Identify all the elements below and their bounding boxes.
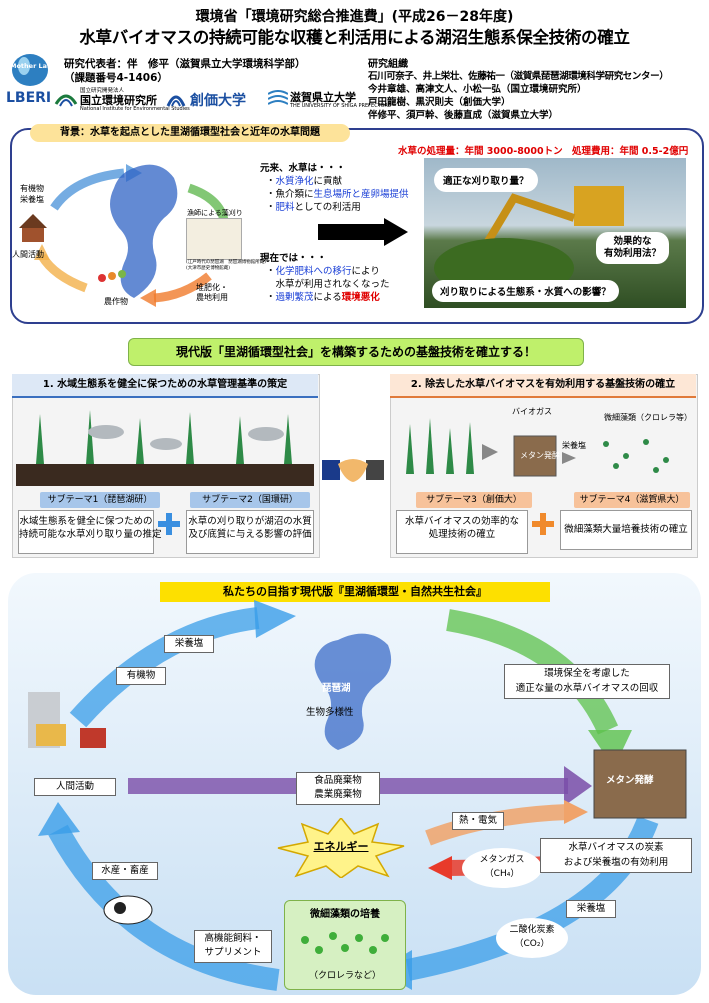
org-heading: 研究組織 [368,59,408,70]
chlorella-icon [301,932,389,954]
methane-label: メタン発酵 [520,451,560,460]
origin-item-1: ・水質浄化に貢献 [266,176,343,187]
stats-amount: 水草の処理量：年間 3000-8000トン [398,146,563,157]
label-heat-electricity: 熱・電気 [452,812,504,830]
lberi-logo: LBERI [6,90,52,106]
now-heading: 現在では・・・ [260,253,327,264]
label-human-activity: 人間活動 [34,778,116,796]
goal-banner: 現代版「里湖循環型社会」を構築するための基盤技術を確立する！ [128,338,584,366]
harvest-photo: 漁師による藻刈り [186,209,243,260]
representative: 研究代表者：伴 修平（滋賀県立大学環境科学部） [64,58,306,70]
label-organic: 有機物 [116,667,166,685]
cycle-compost: 堆肥化・ 農地利用 [196,283,228,302]
soka-logo-icon [166,88,186,108]
page-title: 水草バイオマスの持続可能な収穫と利活用による湖沼生態系保全技術の確立 [79,28,630,47]
label-waste: 食品廃棄物 農業廃棄物 [296,772,380,805]
subtheme2-box: 水草の刈り取りが湖沼の水質 及び底質に与える影響の評価 [186,510,314,554]
stats-cost: 処理費用：年間 0.5-2億円 [572,146,689,157]
biomass-process-illustration [406,418,669,477]
background-label: 背景：水草を起点とした里湖循環型社会と近年の水草問題 [30,124,350,142]
bubble-effective-use: 効果的な 有効利用法？ [596,232,670,264]
algae-label: 微細藻類（クロレラ等） [604,413,692,422]
label-nutrients-top: 栄養塩 [164,635,214,653]
subtheme3-box: 水草バイオマスの効率的な 処理技術の確立 [396,510,528,554]
nies-en: National Institute for Environmental Stu… [80,106,190,112]
nies-name: 国立環境研究所 [80,94,157,107]
now-item-3: ・過剰繁茂による環境悪化 [266,292,380,303]
nutrient-label: 栄養塩 [562,441,586,450]
nies-logo-icon [54,88,78,108]
label-methane-fermentation: メタン発酵 [606,775,654,786]
handshake-icon [322,459,384,482]
subtheme4-tag: サブテーマ4（滋賀県大） [574,492,690,508]
org-line-1: 石川可奈子、井上栄壮、佐藤祐一（滋賀県琵琶湖環境科学研究センター） [368,71,669,82]
project-number: （課題番号4-1406） [64,72,168,84]
label-recovery: 環境保全を考慮した 適正な量の水草バイオマスの回収 [504,664,670,699]
plus-icon-blue [158,513,180,535]
panel1-heading: 1. 水域生態系を健全に保つための水草管理基準の策定 [12,374,318,398]
energy-burst: エネルギー [276,816,406,879]
usp-logo-icon [267,90,289,106]
label-fishery-livestock: 水産・畜産 [92,862,158,880]
biogas-label: バイオガス [512,407,552,416]
harvest-photo-caption: (江戸時代の琵琶湖 琵琶湖博物館所蔵) (大津市歴史博物館蔵) [186,260,267,271]
plus-icon-orange [532,513,554,535]
label-methane-gas: メタンガス （CH₄） [462,848,542,888]
org-line-3: 戸田龍樹、黒沢則夫（創価大学） [368,97,511,108]
subtheme3-tag: サブテーマ3（創価大） [416,492,532,508]
mother-lake-logo: Mother Lake [10,52,56,88]
harvest-caption: 漁師による藻刈り [187,209,243,217]
mother-lake-text: Mother Lake [10,62,56,70]
subtheme1-tag: サブテーマ1（琵琶湖研） [40,492,160,508]
label-biodiversity: 生物多様性 [306,707,354,718]
org-line-2: 今井章雄、高津文人、小松一弘（国立環境研究所） [368,84,587,95]
usp-en: THE UNIVERSITY OF SHIGA PREFECTURE [290,103,392,109]
header-program: 環境省「環境研究総合推進費」(平成26－28年度) [195,9,514,25]
org-line-4: 伴修平、須戸幹、後藤直成（滋賀県立大学） [368,110,559,121]
origin-item-3: ・肥料としての利活用 [266,202,361,213]
subtheme2-tag: サブテーマ2（国環研） [190,492,310,508]
algae-culture-box: 微細藻類の培養 （クロレラなど） [284,900,406,990]
origin-item-2: ・魚介類に生息場所と産卵場提供 [266,189,409,200]
soka-logo: 創価大学 [190,93,246,109]
label-carbon-use: 水草バイオマスの炭素 および栄養塩の有効利用 [540,838,692,873]
label-algae-culture: 微細藻類の培養 [310,909,380,920]
transition-arrow-icon [318,218,408,246]
label-energy: エネルギー [313,840,369,853]
subtheme4-box: 微細藻類大量培養技術の確立 [560,510,692,550]
usp-logo: 滋賀県立大学 [290,91,356,104]
now-item-1: ・化学肥料への移行により [266,266,380,277]
label-nutrients-right: 栄養塩 [566,900,616,918]
cycle-nutrients: 有機物 栄養塩 [20,184,44,204]
vision-title: 私たちの目指す現代版『里湖循環型・自然共生社会』 [160,582,550,602]
origin-heading: 元来、水草は・・・ [260,163,346,174]
bubble-ecosystem-impact: 刈り取りによる生態系・水質への影響？ [432,280,619,302]
label-chlorella: （クロレラなど） [308,971,381,981]
label-biwako: 琵琶湖 [322,683,351,694]
now-item-2: 水草が利用されなくなった [266,279,390,290]
cycle-crops: 農作物 [104,297,128,306]
nies-small-text: 国立研究開発法人 [80,88,125,94]
cycle-human: 人間活動 [12,250,44,259]
label-feed-supplement: 高機能飼料・ サプリメント [194,930,272,963]
subtheme1-box: 水域生態系を健全に保つための 持続可能な水草刈り取り量の推定 [18,510,162,554]
panel2-heading: 2. 除去した水草バイオマスを有効利用する基盤技術の確立 [390,374,696,398]
label-co2: 二酸化炭素 （CO₂） [496,918,568,958]
bubble-appropriate-amount: 適正な刈り取り量？ [434,168,538,192]
aquatic-plants-illustration [16,410,314,486]
